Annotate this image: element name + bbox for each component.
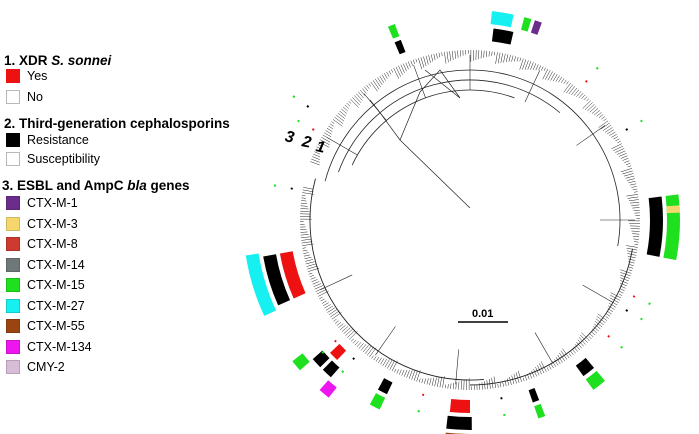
legend-item-gene: CTX-M-14 [6, 257, 85, 272]
ring-block [640, 317, 643, 321]
legend-title-italic: bla [127, 178, 147, 193]
legend-label: CTX-M-15 [27, 278, 85, 292]
ring-block [321, 351, 325, 354]
ring-block [534, 403, 546, 419]
ring-block [319, 380, 337, 398]
legend-label: No [27, 90, 43, 104]
ring-block [632, 295, 636, 298]
ring-block [620, 345, 624, 349]
ring-block [377, 378, 393, 395]
swatch [6, 237, 20, 251]
ring-block [595, 66, 599, 70]
legend-item-gene: CTX-M-55 [6, 319, 85, 333]
legend-label: CTX-M-3 [27, 216, 78, 231]
ring-block [584, 79, 588, 83]
ring-block [607, 334, 611, 338]
ring-block [341, 370, 345, 374]
legend-item-xdr-no: No [6, 90, 43, 104]
swatch [6, 257, 20, 272]
legend-label: CTX-M-14 [27, 257, 85, 272]
legend-item-gene: CTX-M-1 [6, 196, 78, 210]
ring-block [417, 410, 421, 413]
legend-item-gene: CTX-M-27 [6, 298, 85, 313]
ring-block [273, 184, 277, 187]
ring-block [648, 302, 651, 306]
legend-item-gene: CTX-M-15 [6, 278, 85, 292]
ring-block [646, 196, 663, 257]
ring-block [387, 23, 400, 39]
ring-block [530, 20, 542, 35]
legend-item-gene: CTX-M-134 [6, 339, 92, 354]
legend-title-xdr: 1. XDR S. sonnei [4, 53, 111, 68]
ring-block [640, 119, 643, 123]
legend-label: CTX-M-134 [27, 339, 92, 354]
ring-block [311, 128, 315, 131]
ring-block [666, 205, 680, 214]
legend-title-genes: 3. ESBL and AmpC bla genes [2, 178, 190, 193]
ring-block [625, 128, 629, 131]
legend-title-italic: S. sonnei [51, 53, 112, 68]
ring-block [500, 397, 503, 400]
legend-label: Susceptibility [27, 152, 100, 166]
swatch-black [6, 133, 20, 147]
ring-block [446, 415, 472, 431]
scale-bar-label: 0.01 [472, 308, 494, 320]
ring-block [369, 393, 386, 410]
legend-label: Resistance [27, 133, 89, 147]
legend-label: CTX-M-55 [27, 319, 85, 333]
legend-title-text: genes [146, 178, 190, 193]
swatch-white [6, 152, 20, 166]
annotation-rings [245, 11, 681, 434]
ring-block [297, 119, 300, 123]
ring-block [394, 39, 406, 55]
ring-block [322, 360, 340, 378]
ring-block [585, 370, 605, 390]
ring-block [312, 350, 330, 368]
swatch [6, 278, 20, 292]
legend-title-text: 1. XDR [4, 53, 52, 68]
ring-block [625, 309, 629, 312]
legend-label: Yes [27, 69, 48, 83]
swatch [6, 216, 20, 231]
legend-item-susceptibility: Susceptibility [6, 152, 100, 166]
legend-item-xdr-yes: Yes [6, 69, 47, 83]
legend-item-gene: CMY-2 [6, 360, 65, 374]
swatch [6, 298, 20, 313]
swatch-red [6, 69, 20, 83]
legend-item-resistance: Resistance [6, 133, 89, 147]
swatch [6, 339, 20, 354]
legend-label: CTX-M-8 [27, 237, 78, 251]
ring-block [520, 17, 532, 32]
legend-item-gene: CTX-M-8 [6, 237, 78, 251]
ring-block [449, 399, 470, 413]
ring-block [352, 357, 356, 361]
ring-block [421, 393, 425, 397]
ring-block [503, 413, 506, 417]
ring-block [491, 28, 514, 45]
ring-block [292, 95, 296, 99]
legend-label: CTX-M-27 [27, 298, 85, 313]
ring-block [306, 105, 310, 108]
ring-block [263, 254, 291, 306]
swatch [6, 319, 20, 333]
ring-block [528, 388, 540, 403]
ring-block [575, 357, 595, 377]
ring-block [330, 343, 347, 360]
swatch-white [6, 90, 20, 104]
ring-block [290, 187, 293, 190]
ring-block [334, 339, 337, 343]
legend-title-cephalosporins: 2. Third-generation cephalosporins [4, 116, 230, 131]
swatch [6, 360, 20, 374]
legend-item-gene: CTX-M-3 [6, 216, 78, 231]
swatch [6, 196, 20, 210]
ring-block [279, 251, 306, 299]
ring-block [245, 253, 277, 316]
ring-block [663, 194, 681, 261]
tree-branches [300, 50, 640, 390]
ring-block [490, 11, 514, 28]
legend-label: CTX-M-1 [27, 196, 78, 210]
legend-title-text: 3. ESBL and AmpC [2, 178, 128, 193]
legend-label: CMY-2 [27, 360, 65, 374]
ring-block [292, 353, 310, 371]
